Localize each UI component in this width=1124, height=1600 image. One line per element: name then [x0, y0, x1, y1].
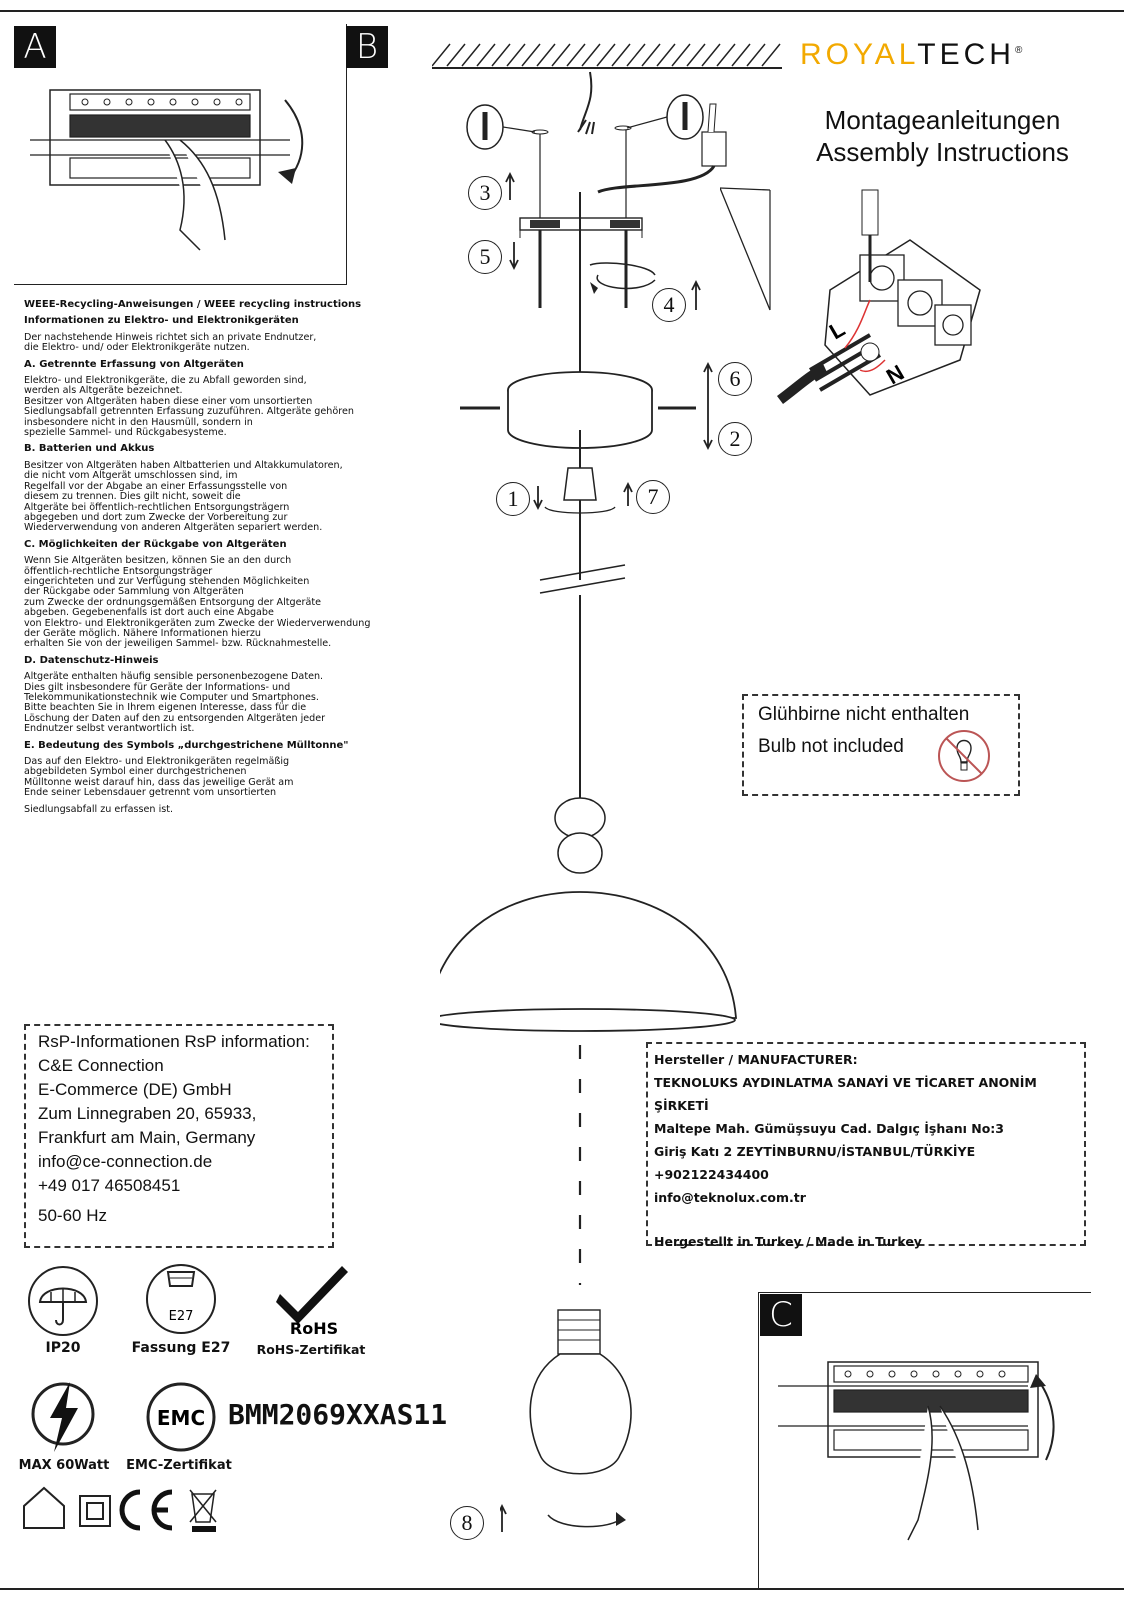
emc-label: EMC-Zertifikat	[126, 1458, 232, 1473]
pendant-assembly-diagram	[440, 71, 737, 1528]
step-arrows	[500, 171, 713, 1532]
no-bulb-icon	[938, 730, 990, 782]
step-7: 7	[636, 480, 670, 514]
rsp-street: Zum Linnegraben 20, 65933,	[38, 1104, 257, 1123]
max-power-lightning-icon	[31, 1382, 95, 1452]
ceiling-hatch	[432, 43, 782, 69]
weee-instructions: WEEE-Recycling-Anweisungen / WEEE recycl…	[24, 299, 444, 821]
ip-rating-label: IP20	[45, 1340, 81, 1356]
weee-subheading: Informationen zu Elektro- und Elektronik…	[24, 315, 299, 327]
step-6: 6	[718, 362, 752, 396]
brand-tech: TECH	[917, 38, 1015, 71]
step-3: 3	[468, 176, 502, 210]
weee-section-a-text: Elektro- und Elektronikgeräte, die zu Ab…	[24, 375, 354, 439]
rsp-info-box: RsP-Informationen RsP information: C&E C…	[24, 1024, 334, 1248]
ip20-umbrella-icon	[28, 1266, 98, 1336]
rsp-phone: +49 017 46508451	[38, 1176, 181, 1195]
emc-icon-label: EMC	[157, 1406, 205, 1430]
breaker-on-illustration	[778, 1361, 1055, 1541]
brand-royal: ROYAL	[800, 38, 918, 71]
step-8: 8	[450, 1506, 484, 1540]
title-en: Assembly Instructions	[816, 137, 1069, 167]
bulb-note-en: Bulb not included	[758, 736, 904, 757]
weee-heading: WEEE-Recycling-Anweisungen / WEEE recycl…	[24, 299, 362, 310]
rsp-city: Frankfurt am Main, Germany	[38, 1128, 256, 1147]
weee-section-b-text: Besitzer von Altgeräten haben Altbatteri…	[24, 459, 343, 534]
wiring-detail-illustration: L N	[720, 180, 1020, 450]
mfr-made-in: Hergestellt in Turkey / Made in Turkey	[654, 1234, 922, 1249]
mfr-heading: Hersteller / MANUFACTURER:	[654, 1052, 858, 1067]
step-2: 2	[718, 422, 752, 456]
rohs-icon-label: RoHS	[290, 1319, 338, 1338]
bulb-not-included-box: Glühbirne nicht enthalten Bulb not inclu…	[742, 694, 1020, 796]
bulb-note-de: Glühbirne nicht enthalten	[758, 704, 970, 725]
e27-icon-label: E27	[169, 1309, 194, 1324]
bottom-rule	[0, 1588, 1124, 1590]
indoor-use-icon	[23, 1486, 65, 1529]
mfr-company: TEKNOLUKS AYDINLATMA SANAYİ VE TİCARET A…	[654, 1075, 1037, 1113]
rsp-heading: RsP-Informationen RsP information:	[38, 1032, 310, 1051]
weee-bin-icon	[189, 1489, 217, 1532]
panel-b-letter: B	[346, 26, 388, 68]
page-title: Montageanleitungen Assembly Instructions	[800, 104, 1085, 168]
manufacturer-lines: Hersteller / MANUFACTURER: TEKNOLUKS AYD…	[654, 1048, 1084, 1253]
weee-footer: Siedlungsabfall zu erfassen ist.	[24, 803, 174, 815]
weee-section-a-title: A. Getrennte Erfassung von Altgeräten	[24, 358, 244, 370]
rohs-icon: RoHS	[276, 1266, 348, 1338]
panel-c-letter: C	[760, 1294, 802, 1336]
socket-label: Fassung E27	[131, 1340, 231, 1356]
weee-section-c-title: C. Möglichkeiten der Rückgabe von Altger…	[24, 538, 287, 550]
breaker-off-illustration	[30, 89, 304, 251]
title-de: Montageanleitungen	[824, 105, 1061, 135]
weee-section-d-title: D. Datenschutz-Hinweis	[24, 654, 159, 666]
weee-section-b-title: B. Batterien und Akkus	[24, 443, 155, 455]
weee-section-d-text: Altgeräte enthalten häufig sensible pers…	[24, 671, 326, 735]
brand-logo: ROYALTECH®	[800, 38, 1022, 72]
weee-section-e-text: Das auf den Elektro- und Elektronikgerät…	[24, 756, 294, 799]
step-5: 5	[468, 240, 502, 274]
rsp-company-sub: E-Commerce (DE) GmbH	[38, 1080, 232, 1099]
mfr-address-1: Maltepe Mah. Gümüşsuyu Cad. Dalgıç İşhan…	[654, 1121, 1004, 1136]
panel-a-letter: A	[14, 26, 56, 68]
manufacturer-box: Hersteller / MANUFACTURER: TEKNOLUKS AYD…	[646, 1042, 1086, 1249]
rohs-label: RoHS-Zertifikat	[256, 1342, 366, 1357]
rsp-company: C&E Connection	[38, 1056, 164, 1075]
panel-a	[14, 24, 347, 285]
step-1: 1	[496, 482, 530, 516]
compliance-symbols	[23, 1486, 217, 1532]
weee-intro: Der nachstehende Hinweis richtet sich an…	[24, 331, 317, 354]
top-rule	[0, 10, 1124, 12]
weee-section-c-text: Wenn Sie Altgeräten besitzen, können Sie…	[24, 555, 371, 650]
rsp-lines: RsP-Informationen RsP information: C&E C…	[38, 1030, 310, 1228]
model-number: BMM2069XXAS11	[228, 1398, 448, 1431]
registered-mark: ®	[1014, 45, 1023, 56]
max-power-label: MAX 60Watt	[18, 1458, 110, 1473]
ce-mark-icon	[119, 1489, 141, 1531]
mfr-address-2: Giriş Katı 2 ZEYTİNBURNU/İSTANBUL/TÜRKİY…	[654, 1144, 976, 1159]
mfr-email: info@teknolux.com.tr	[654, 1190, 806, 1205]
mfr-phone: +902122434400	[654, 1167, 769, 1182]
panel-c	[758, 1292, 1091, 1589]
e27-socket-icon: E27	[146, 1264, 216, 1334]
weee-section-e-title: E. Bedeutung des Symbols „durchgestriche…	[24, 739, 349, 751]
step-4: 4	[652, 288, 686, 322]
rsp-email: info@ce-connection.de	[38, 1152, 213, 1171]
rsp-frequency: 50-60 Hz	[38, 1206, 107, 1225]
class-ii-icon	[79, 1495, 111, 1527]
emc-icon: EMC	[146, 1382, 216, 1452]
